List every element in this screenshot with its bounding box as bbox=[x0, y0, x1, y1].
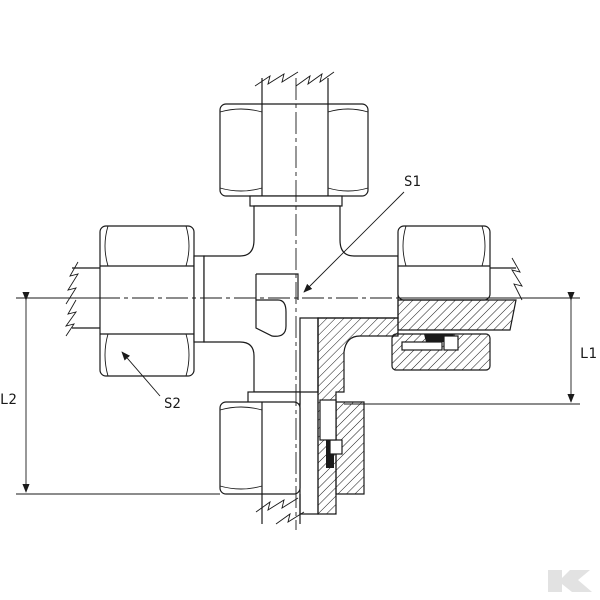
bottom-nut bbox=[219, 391, 365, 495]
left-pipe-stub bbox=[64, 261, 102, 337]
label-s1: S1 bbox=[404, 174, 421, 190]
bottom-pipe-stub bbox=[255, 494, 305, 525]
dimension-l1 bbox=[344, 291, 580, 405]
k-brand-logo-icon bbox=[548, 570, 592, 592]
dimension-l2 bbox=[16, 291, 220, 495]
right-nut bbox=[391, 225, 517, 371]
label-l2: L2 bbox=[0, 392, 17, 408]
label-l1: L1 bbox=[580, 346, 597, 362]
label-s2: S2 bbox=[164, 396, 181, 412]
cross-body bbox=[203, 205, 399, 393]
left-nut bbox=[99, 225, 205, 377]
top-pipe-stub bbox=[254, 71, 335, 106]
top-nut bbox=[219, 103, 369, 207]
leader-s1 bbox=[303, 191, 405, 293]
right-pipe-stub bbox=[490, 257, 523, 301]
leader-s2 bbox=[121, 351, 161, 397]
